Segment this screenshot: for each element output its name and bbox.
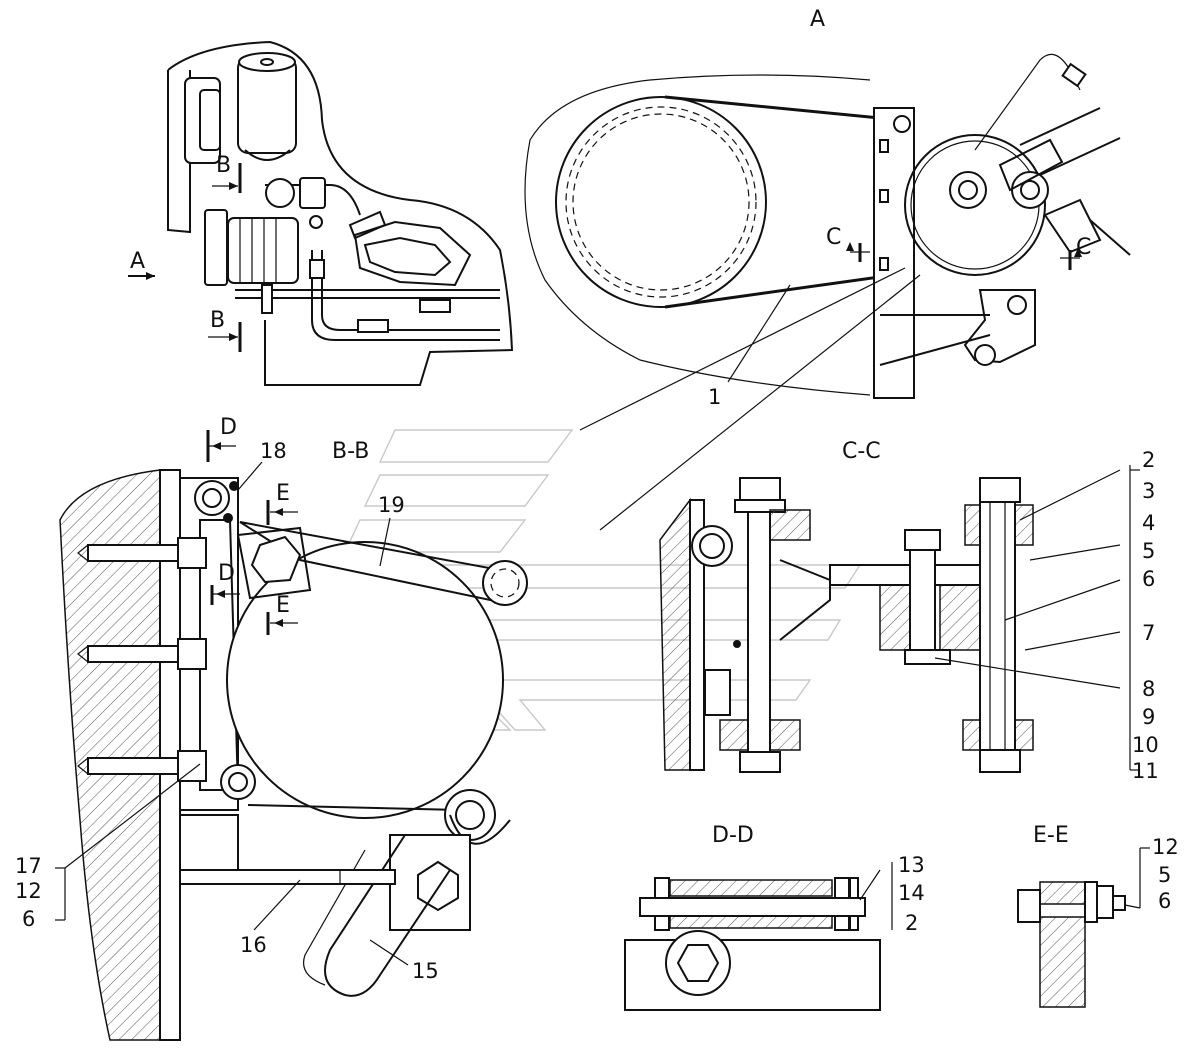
section-cc: C-C xyxy=(659,439,1159,783)
section-ee-title: E-E xyxy=(1033,823,1069,848)
general-view: A B B xyxy=(128,40,514,386)
view-a-title: A xyxy=(810,7,825,32)
callout-11: 11 xyxy=(1132,759,1159,783)
cut-label-c-right: C xyxy=(1076,235,1091,260)
callout-2-dd: 2 xyxy=(905,911,918,935)
callout-15: 15 xyxy=(412,959,439,983)
cut-label-e-top: E xyxy=(276,481,290,506)
cut-label-c-left: C xyxy=(826,225,841,250)
section-dd-title: D-D xyxy=(712,823,754,848)
cut-label-e-mid: E xyxy=(276,593,290,618)
callout-1: 1 xyxy=(708,385,721,409)
callout-12-ee: 12 xyxy=(1152,835,1179,859)
callout-7: 7 xyxy=(1142,621,1155,645)
callout-8: 8 xyxy=(1142,677,1155,701)
cut-label-d-mid: D xyxy=(218,561,235,586)
callout-5-ee: 5 xyxy=(1158,863,1171,887)
cut-label-b-bottom: B xyxy=(210,308,225,333)
cut-label-d-top: D xyxy=(220,415,237,440)
callout-17: 17 xyxy=(15,854,42,878)
callout-9: 9 xyxy=(1142,705,1155,729)
view-a: A xyxy=(524,7,1131,531)
callout-4: 4 xyxy=(1142,511,1155,535)
callout-13: 13 xyxy=(898,853,925,877)
callout-19: 19 xyxy=(378,493,405,517)
callout-10: 10 xyxy=(1132,733,1159,757)
callout-2-cc: 2 xyxy=(1142,448,1155,472)
callout-5-cc: 5 xyxy=(1142,539,1155,563)
section-bb-title: B-B xyxy=(332,439,369,464)
section-cc-title: C-C xyxy=(842,439,881,464)
callout-16: 16 xyxy=(240,933,267,957)
callout-14: 14 xyxy=(898,881,925,905)
callout-6-cc: 6 xyxy=(1142,567,1155,591)
section-ee: E-E 12 5 6 xyxy=(1017,823,1179,1008)
section-dd: D-D 13 14 2 xyxy=(624,823,925,1011)
callout-6-bb: 6 xyxy=(22,907,35,931)
callout-18: 18 xyxy=(260,439,287,463)
callout-12-bb: 12 xyxy=(15,879,42,903)
callout-6-ee: 6 xyxy=(1158,889,1171,913)
callout-3: 3 xyxy=(1142,479,1155,503)
cut-label-b-top: B xyxy=(216,153,231,178)
section-bb: B-B xyxy=(15,415,528,1041)
cut-label-a: A xyxy=(130,249,145,274)
